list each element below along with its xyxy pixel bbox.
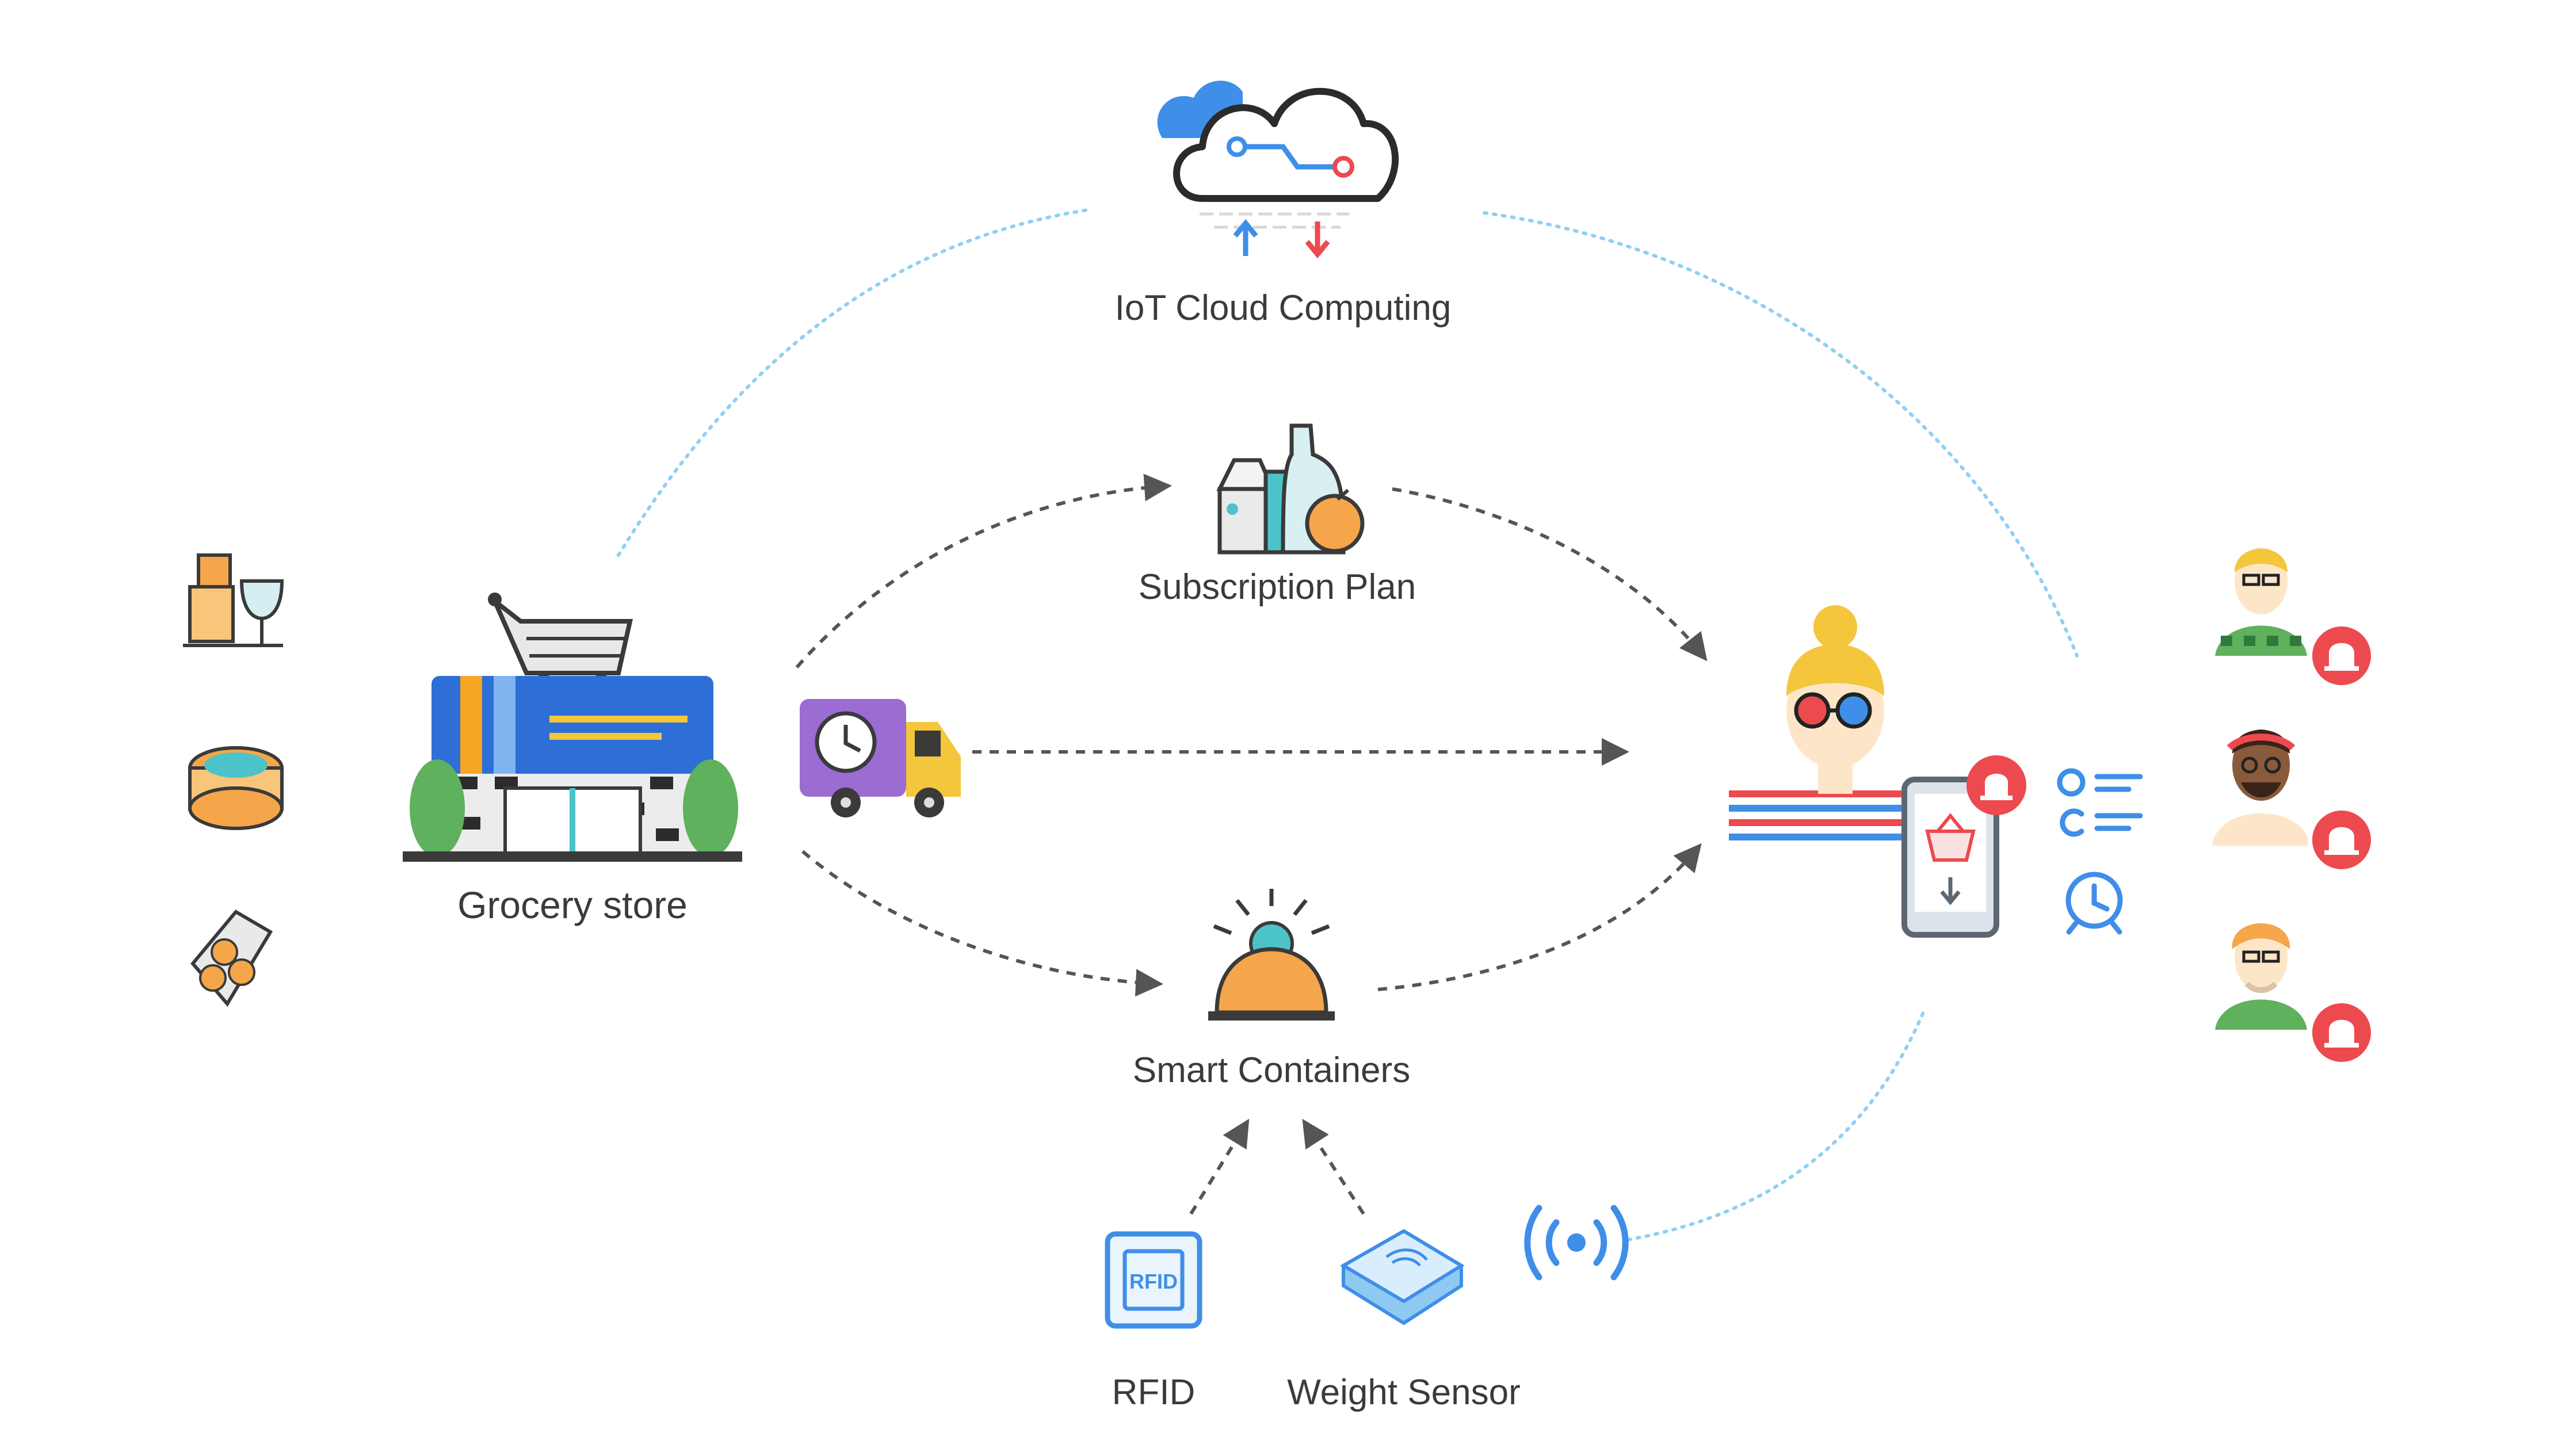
cloud-links bbox=[617, 208, 2079, 1241]
weight-sensor-label: Weight Sensor bbox=[1287, 1373, 1521, 1412]
bell-icon bbox=[2308, 806, 2376, 874]
cloud-to-customer-link bbox=[1483, 211, 2079, 658]
bell-icon bbox=[2308, 622, 2376, 690]
rfid-label: RFID bbox=[1112, 1373, 1196, 1412]
subscription-label: Subscription Plan bbox=[1138, 567, 1416, 607]
rfid-icon: RFID bbox=[1105, 1231, 1202, 1329]
alarm-clock-icon bbox=[2065, 872, 2123, 935]
containers-label: Smart Containers bbox=[1132, 1050, 1411, 1090]
shopping-cart-icon bbox=[488, 593, 633, 690]
user-avatar-2 bbox=[2212, 729, 2310, 846]
smart-container-icon bbox=[1208, 889, 1335, 1021]
store-to-containers-arrow bbox=[801, 850, 1163, 997]
weight-sensor-icon bbox=[1340, 1229, 1465, 1325]
store-label: Grocery store bbox=[457, 884, 688, 926]
bell-icon bbox=[2308, 999, 2376, 1067]
user-avatar-1 bbox=[2215, 548, 2307, 656]
canned-food-icon bbox=[188, 746, 284, 830]
grocery-store-icon bbox=[403, 593, 742, 862]
rfid-chip-text: RFID bbox=[1129, 1270, 1178, 1293]
store-to-subscription-arrow bbox=[795, 473, 1172, 668]
store-to-cloud-link bbox=[617, 208, 1089, 557]
weight-to-containers-arrow bbox=[1302, 1118, 1365, 1215]
containers-to-customer-arrow bbox=[1377, 843, 1702, 991]
cloud-label: IoT Cloud Computing bbox=[1114, 288, 1452, 328]
checklist-icon bbox=[2057, 768, 2143, 837]
wireless-signal-icon bbox=[1524, 1205, 1629, 1281]
drinks-icon bbox=[183, 553, 284, 647]
groceries-icon bbox=[1216, 423, 1365, 555]
sensor-to-customer-link bbox=[1626, 1008, 1926, 1241]
user-avatar-3 bbox=[2215, 923, 2307, 1030]
woman-with-phone-icon bbox=[1726, 605, 1999, 938]
delivery-truck-icon bbox=[800, 699, 961, 817]
egg-carton-icon bbox=[190, 909, 273, 1007]
rfid-to-containers-arrow bbox=[1189, 1118, 1250, 1215]
phone-bell-icon bbox=[1966, 755, 2026, 815]
subscription-to-customer-arrow bbox=[1392, 487, 1708, 662]
cloud-icon bbox=[1157, 81, 1399, 259]
flow-arrows bbox=[795, 473, 1708, 1215]
